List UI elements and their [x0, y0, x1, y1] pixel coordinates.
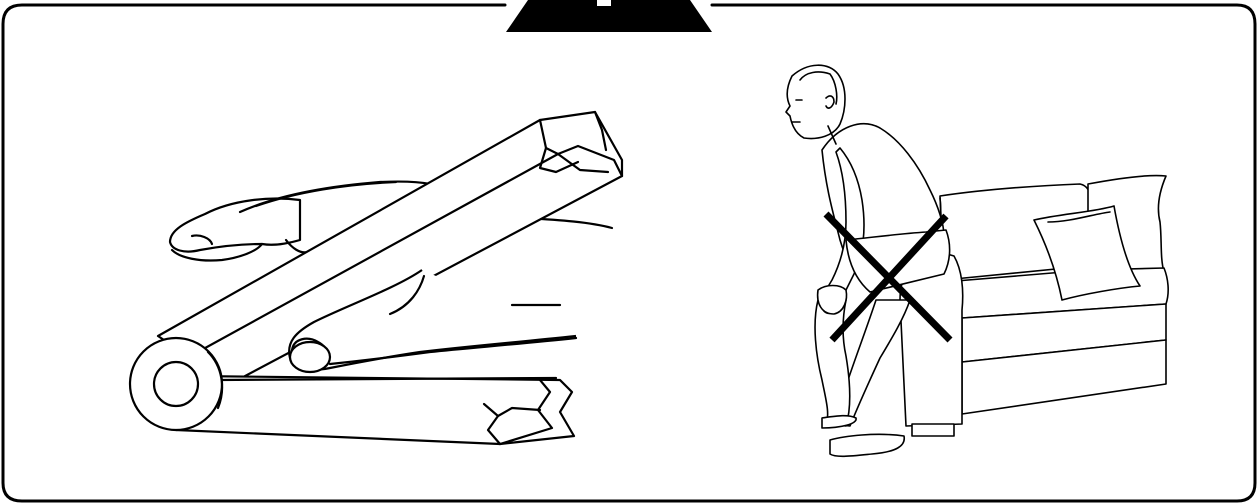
- armrest-sitting-illustration: [786, 65, 1168, 456]
- step-tab: [506, 0, 712, 32]
- hinge-pinch-illustration: [130, 112, 622, 444]
- hinge-roller: [130, 338, 222, 430]
- lower-bar: [176, 376, 574, 444]
